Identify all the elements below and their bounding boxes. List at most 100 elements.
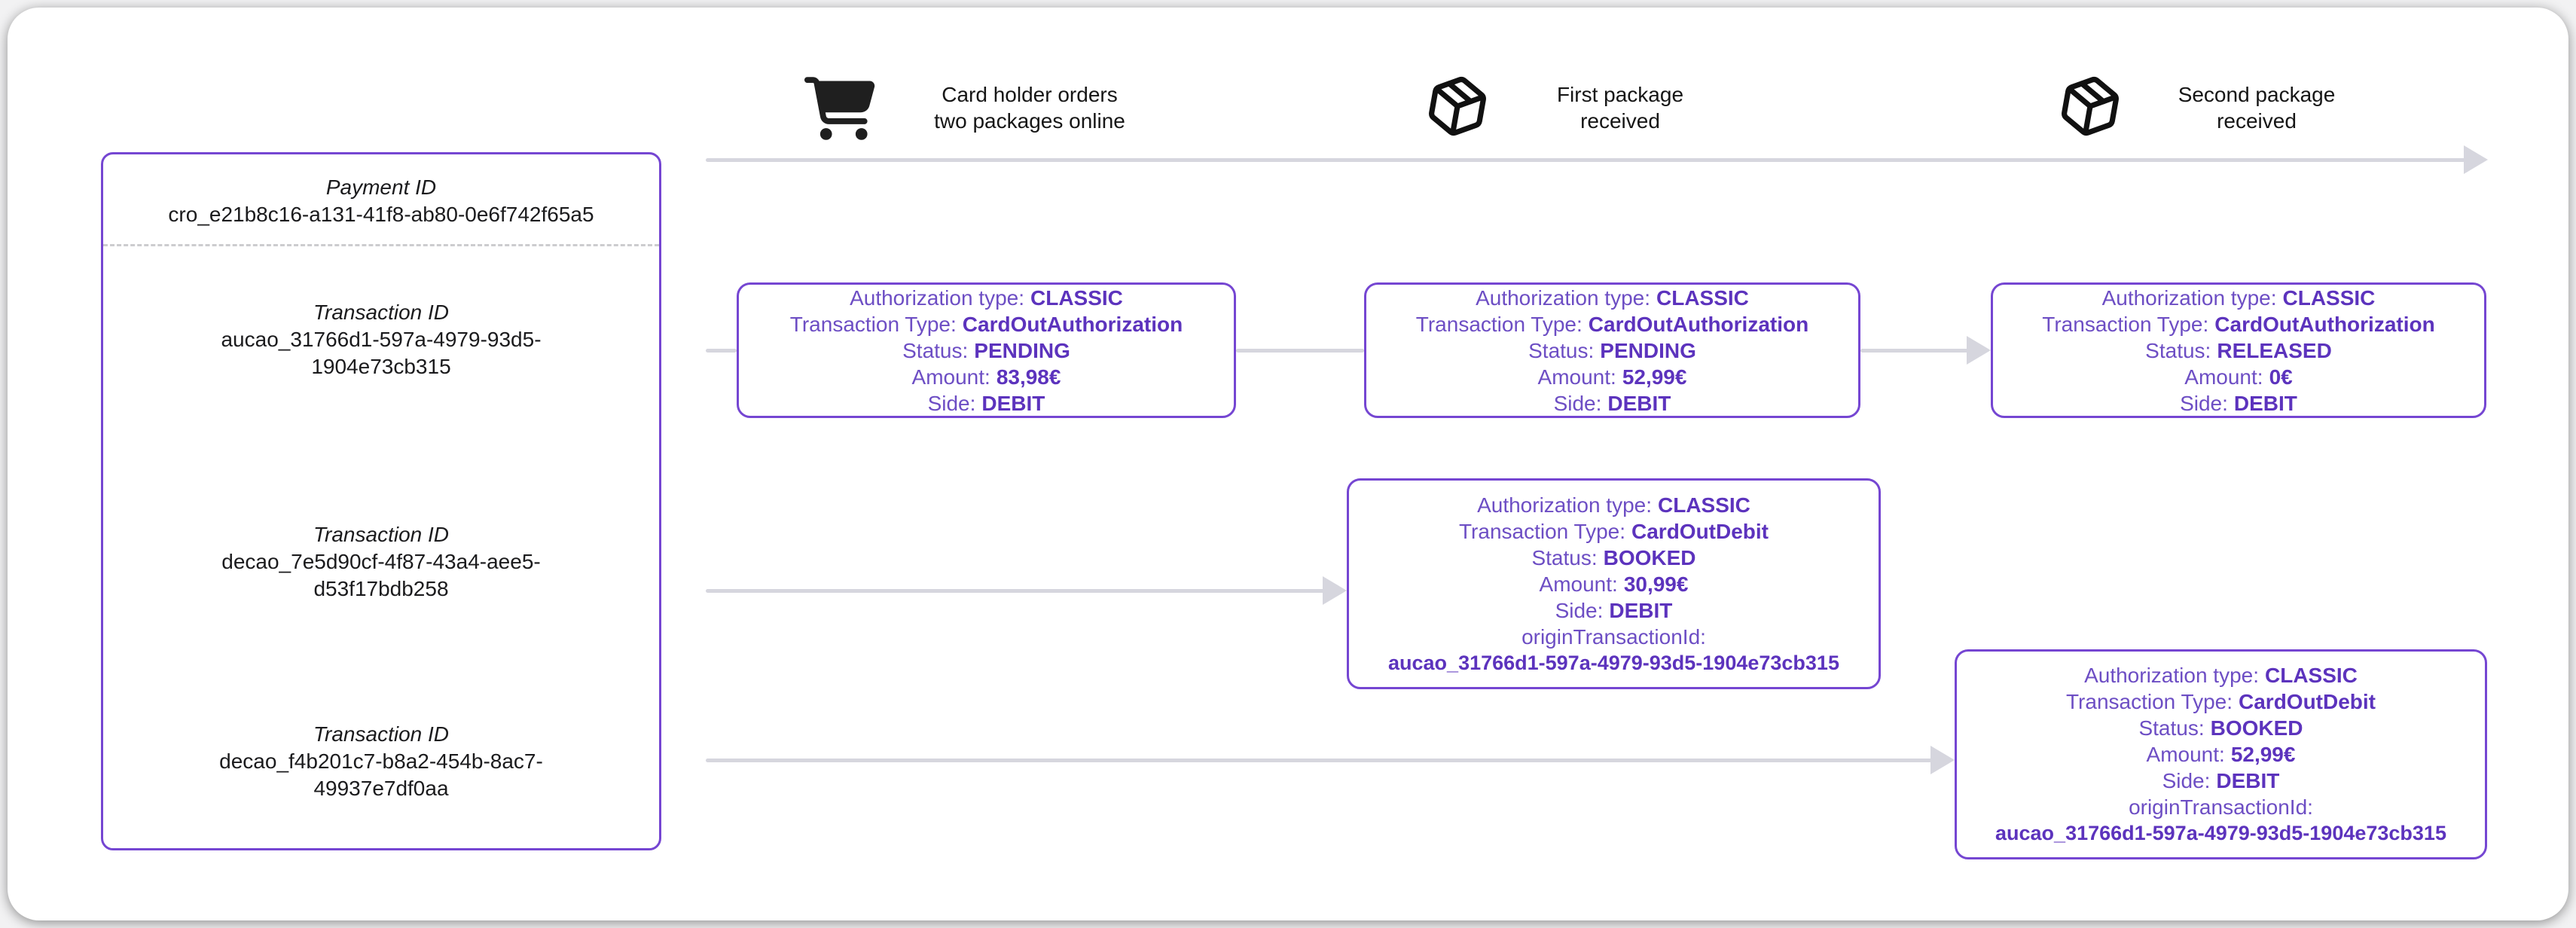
field-value: 30,99€ xyxy=(1623,572,1689,596)
field-status: Status:BOOKED xyxy=(2138,715,2303,741)
field-value: CLASSIC xyxy=(2265,664,2358,687)
field-value: CLASSIC xyxy=(2282,285,2376,310)
field-label: Side: xyxy=(927,391,976,415)
connector-arrowhead xyxy=(1323,576,1347,605)
payment-id-label: Payment ID xyxy=(325,176,437,199)
transaction-box-authorization-2: Authorization type:CLASSIC Transaction T… xyxy=(1364,282,1860,418)
step-label-second-package: Second package received xyxy=(2135,81,2378,134)
field-authorization-type: Authorization type:CLASSIC xyxy=(850,285,1123,311)
transaction-id-value: aucao_31766d1-597a-4979-93d5-1904e73cb31… xyxy=(221,328,542,378)
field-value: CLASSIC xyxy=(1656,285,1749,310)
field-transaction-type: Transaction Type:CardOutDebit xyxy=(2066,688,2376,715)
field-value: 52,99€ xyxy=(1622,365,1687,389)
step-label-first-package: First package received xyxy=(1503,81,1738,134)
field-label: Authorization type: xyxy=(2101,285,2277,310)
connector-arrowhead xyxy=(1967,336,1991,365)
field-label: Status: xyxy=(2138,716,2205,740)
field-value: aucao_31766d1-597a-4979-93d5-1904e73cb31… xyxy=(1995,822,2446,844)
field-label: Amount: xyxy=(1537,365,1616,389)
field-value: CLASSIC xyxy=(1658,493,1750,517)
field-side: Side:DEBIT xyxy=(1555,597,1673,624)
field-transaction-type: Transaction Type:CardOutDebit xyxy=(1459,518,1769,545)
field-label: Transaction Type: xyxy=(2042,312,2209,336)
field-value: CLASSIC xyxy=(1030,285,1123,310)
connector-line xyxy=(706,759,1934,762)
field-value: CardOutAuthorization xyxy=(962,312,1183,336)
field-label: Amount: xyxy=(2146,743,2225,766)
field-value: BOOKED xyxy=(2210,716,2303,740)
cart-icon xyxy=(804,77,875,140)
field-label: originTransactionId: xyxy=(2129,795,2313,819)
field-value: 0€ xyxy=(2269,365,2293,389)
field-value: PENDING xyxy=(974,338,1070,362)
payment-id-block: Payment ID cro_e21b8c16-a131-41f8-ab80-0… xyxy=(103,174,659,228)
field-label: Status: xyxy=(1531,545,1598,569)
field-label: Amount: xyxy=(911,365,990,389)
transaction-box-authorization-1: Authorization type:CLASSIC Transaction T… xyxy=(737,282,1236,418)
transaction-id-label: Transaction ID xyxy=(313,523,449,546)
transaction-id-label: Transaction ID xyxy=(313,722,449,746)
field-label: Authorization type: xyxy=(2084,664,2259,687)
field-status: Status:PENDING xyxy=(902,337,1070,364)
field-label: Side: xyxy=(1553,391,1602,415)
transaction-id-label: Transaction ID xyxy=(313,301,449,324)
transaction-box-debit-1: Authorization type:CLASSIC Transaction T… xyxy=(1347,478,1881,689)
transaction-id-block-1: Transaction ID aucao_31766d1-597a-4979-9… xyxy=(103,299,659,380)
field-value: DEBIT xyxy=(981,391,1045,415)
transaction-id-block-2: Transaction ID decao_7e5d90cf-4f87-43a4-… xyxy=(103,521,659,603)
field-value: RELEASED xyxy=(2217,338,2332,362)
field-amount: Amount:30,99€ xyxy=(1540,571,1689,597)
field-label: Status: xyxy=(2145,338,2211,362)
field-value: CardOutAuthorization xyxy=(2214,312,2435,336)
field-label: Transaction Type: xyxy=(1458,519,1625,543)
field-value: DEBIT xyxy=(1609,598,1673,622)
field-transaction-type: Transaction Type:CardOutAuthorization xyxy=(1416,311,1808,337)
field-label: originTransactionId: xyxy=(1521,624,1706,649)
step-label-line: First package xyxy=(1556,83,1684,106)
transaction-id-block-3: Transaction ID decao_f4b201c7-b8a2-454b-… xyxy=(103,721,659,802)
field-value: DEBIT xyxy=(2216,769,2280,792)
field-label: Status: xyxy=(902,338,969,362)
field-side: Side:DEBIT xyxy=(2162,768,2280,794)
field-side: Side:DEBIT xyxy=(928,390,1045,417)
field-label: Transaction Type: xyxy=(1415,312,1583,336)
step-label-line: received xyxy=(2217,109,2297,133)
connector-line xyxy=(706,349,737,353)
field-amount: Amount:83,98€ xyxy=(912,364,1061,390)
field-transaction-type: Transaction Type:CardOutAuthorization xyxy=(790,311,1183,337)
field-origin-transaction-value: aucao_31766d1-597a-4979-93d5-1904e73cb31… xyxy=(1388,650,1839,676)
transaction-box-authorization-3: Authorization type:CLASSIC Transaction T… xyxy=(1991,282,2486,418)
field-authorization-type: Authorization type: CLASSIC xyxy=(2084,662,2358,688)
field-authorization-type: Authorization type:CLASSIC xyxy=(2102,285,2376,311)
field-label: Side: xyxy=(2180,391,2228,415)
timeline-line xyxy=(706,158,2465,162)
step-label-order: Card holder orders two packages online xyxy=(902,81,1158,134)
step-label-line: Second package xyxy=(2178,83,2336,106)
field-authorization-type: Authorization type:CLASSIC xyxy=(1476,285,1749,311)
field-transaction-type: Transaction Type:CardOutAuthorization xyxy=(2042,311,2434,337)
field-origin-transaction-label: originTransactionId: xyxy=(1521,624,1706,650)
field-label: Amount: xyxy=(2184,365,2263,389)
field-value: DEBIT xyxy=(1607,391,1671,415)
field-label: Authorization type: xyxy=(1477,493,1652,517)
field-side: Side:DEBIT xyxy=(2180,390,2297,417)
package-icon xyxy=(2062,77,2119,136)
field-value: 52,99€ xyxy=(2230,743,2296,766)
connector-line xyxy=(706,589,1326,593)
transaction-id-value: decao_f4b201c7-b8a2-454b-8ac7-49937e7df0… xyxy=(219,749,543,800)
dashed-separator xyxy=(103,244,659,246)
timeline-arrowhead xyxy=(2464,145,2488,174)
package-icon xyxy=(1429,77,1486,136)
field-amount: Amount:0€ xyxy=(2184,364,2292,390)
field-label: Authorization type: xyxy=(1476,285,1650,310)
field-amount: Amount:52,99€ xyxy=(1538,364,1687,390)
connector-arrowhead xyxy=(1930,746,1955,774)
step-label-line: Card holder orders xyxy=(942,83,1118,106)
connector-line xyxy=(1236,349,1364,353)
payment-panel: Payment ID cro_e21b8c16-a131-41f8-ab80-0… xyxy=(101,152,661,850)
field-status: Status:RELEASED xyxy=(2145,337,2332,364)
connector-line xyxy=(1860,349,1968,353)
field-label: Side: xyxy=(2162,769,2211,792)
step-label-line: two packages online xyxy=(934,109,1125,133)
